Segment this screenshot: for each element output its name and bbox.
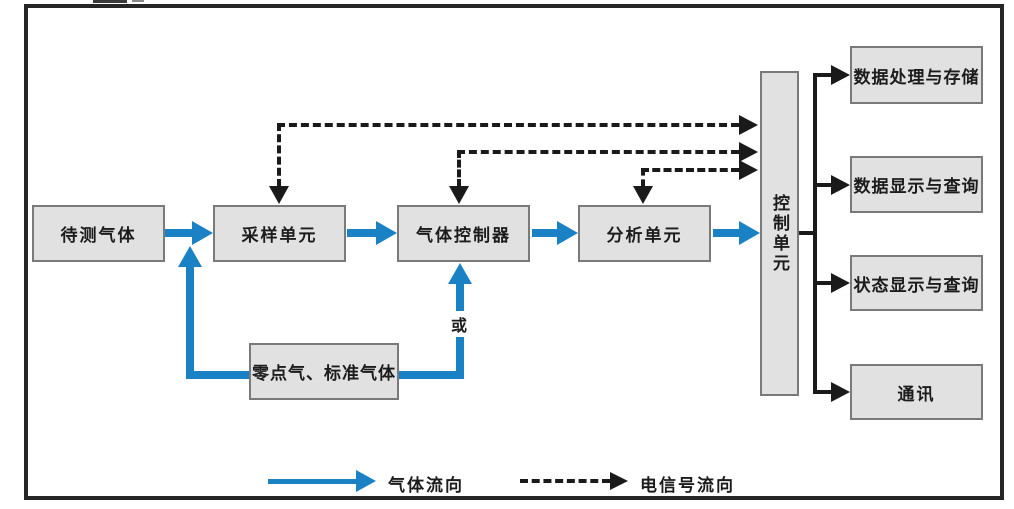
box-data-display-query: 数据显示与查询 (850, 156, 983, 213)
cropped-text-remnant (132, 0, 144, 2)
legend-gas-flow-label: 气体流向 (388, 476, 464, 496)
box-gas-controller: 气体控制器 (397, 205, 530, 262)
or-label: 或 (449, 311, 470, 337)
box-data-processing-storage: 数据处理与存储 (850, 46, 983, 104)
box-communication: 通讯 (850, 364, 983, 420)
legend-signal-flow-label: 电信号流向 (640, 476, 735, 496)
box-status-display-query: 状态显示与查询 (850, 255, 983, 311)
cropped-text-remnant (93, 0, 127, 3)
box-gas-to-measure: 待测气体 (32, 205, 165, 262)
box-zero-standard-gas: 零点气、标准气体 (249, 343, 399, 400)
box-sampling-unit: 采样单元 (213, 205, 346, 262)
box-control-unit: 控制单元 (760, 71, 799, 396)
box-analysis-unit: 分析单元 (578, 205, 711, 262)
